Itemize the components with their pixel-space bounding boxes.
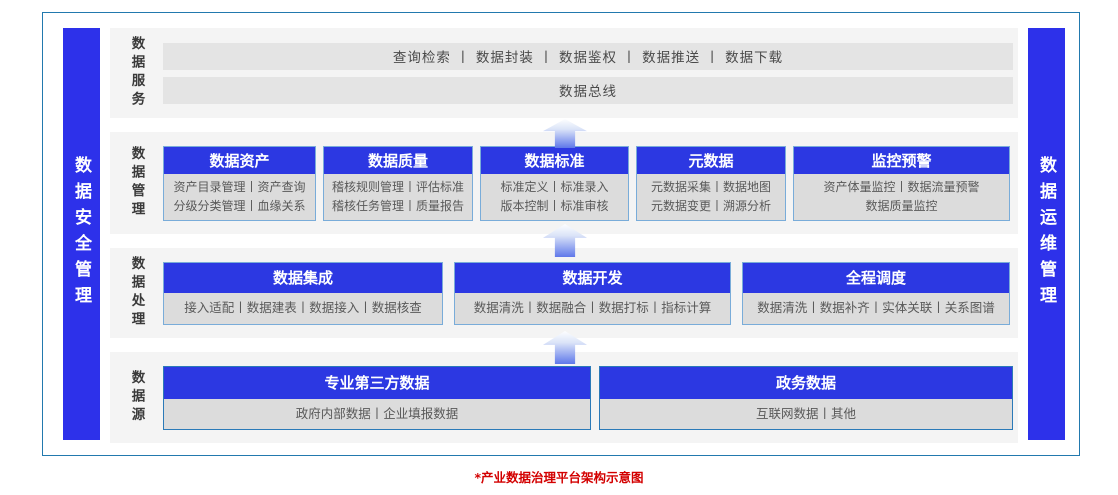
layer-label-services: 数据服务	[128, 36, 145, 110]
card-data-integration: 数据集成 接入适配丨数据建表丨数据接入丨数据核查	[163, 261, 443, 325]
card-data-quality: 数据质量 稽核规则管理丨评估标准 稽核任务管理丨质量报告	[323, 145, 473, 221]
card-third-party-data: 专业第三方数据 政府内部数据丨企业填报数据	[163, 365, 591, 430]
services-bars: 查询检索 丨 数据封装 丨 数据鉴权 丨 数据推送 丨 数据下载 数据总线	[163, 28, 1018, 118]
card-data-asset: 数据资产 资产目录管理丨资产查询 分级分类管理丨血缘关系	[163, 145, 316, 221]
card-full-scheduling: 全程调度 数据清洗丨数据补齐丨实体关联丨关系图谱	[742, 261, 1010, 325]
services-items-bar: 查询检索 丨 数据封装 丨 数据鉴权 丨 数据推送 丨 数据下载	[163, 42, 1013, 70]
layer-data-processing: 数据处理 数据集成 接入适配丨数据建表丨数据接入丨数据核查 数据开发 数据清洗丨…	[110, 248, 1018, 338]
card-data-development: 数据开发 数据清洗丨数据融合丨数据打标丨指标计算	[454, 261, 731, 325]
layer-label-sources: 数据源	[128, 369, 145, 426]
processing-cards: 数据集成 接入适配丨数据建表丨数据接入丨数据核查 数据开发 数据清洗丨数据融合丨…	[163, 248, 1018, 338]
diagram-caption: *产业数据治理平台架构示意图	[474, 470, 644, 485]
card-government-data: 政务数据 互联网数据丨其他	[599, 365, 1013, 430]
data-bus-bar: 数据总线	[163, 76, 1013, 104]
pillar-data-operations-label: 数据运维管理	[1036, 156, 1056, 312]
card-monitoring-alert: 监控预警 资产体量监控丨数据流量预警 数据质量监控	[793, 145, 1010, 221]
management-cards: 数据资产 资产目录管理丨资产查询 分级分类管理丨血缘关系 数据质量 稽核规则管理…	[163, 132, 1018, 234]
layer-data-services: 数据服务 查询检索 丨 数据封装 丨 数据鉴权 丨 数据推送 丨 数据下载 数据…	[110, 28, 1018, 118]
sources-cards: 专业第三方数据 政府内部数据丨企业填报数据 政务数据 互联网数据丨其他	[163, 352, 1018, 443]
layer-label-processing: 数据处理	[128, 256, 145, 330]
card-metadata: 元数据 元数据采集丨数据地图 元数据变更丨溯源分析	[636, 145, 786, 221]
layer-data-sources: 数据源 专业第三方数据 政府内部数据丨企业填报数据 政务数据 互联网数据丨其他	[110, 352, 1018, 443]
card-data-standard: 数据标准 标准定义丨标准录入 版本控制丨标准审核	[480, 145, 629, 221]
layer-data-management: 数据管理 数据资产 资产目录管理丨资产查询 分级分类管理丨血缘关系 数据质量 稽…	[110, 132, 1018, 234]
pillar-data-security-label: 数据安全管理	[71, 156, 91, 312]
layer-label-management: 数据管理	[128, 146, 145, 220]
pillar-data-operations: 数据运维管理	[1028, 28, 1065, 440]
pillar-data-security: 数据安全管理	[63, 28, 100, 440]
